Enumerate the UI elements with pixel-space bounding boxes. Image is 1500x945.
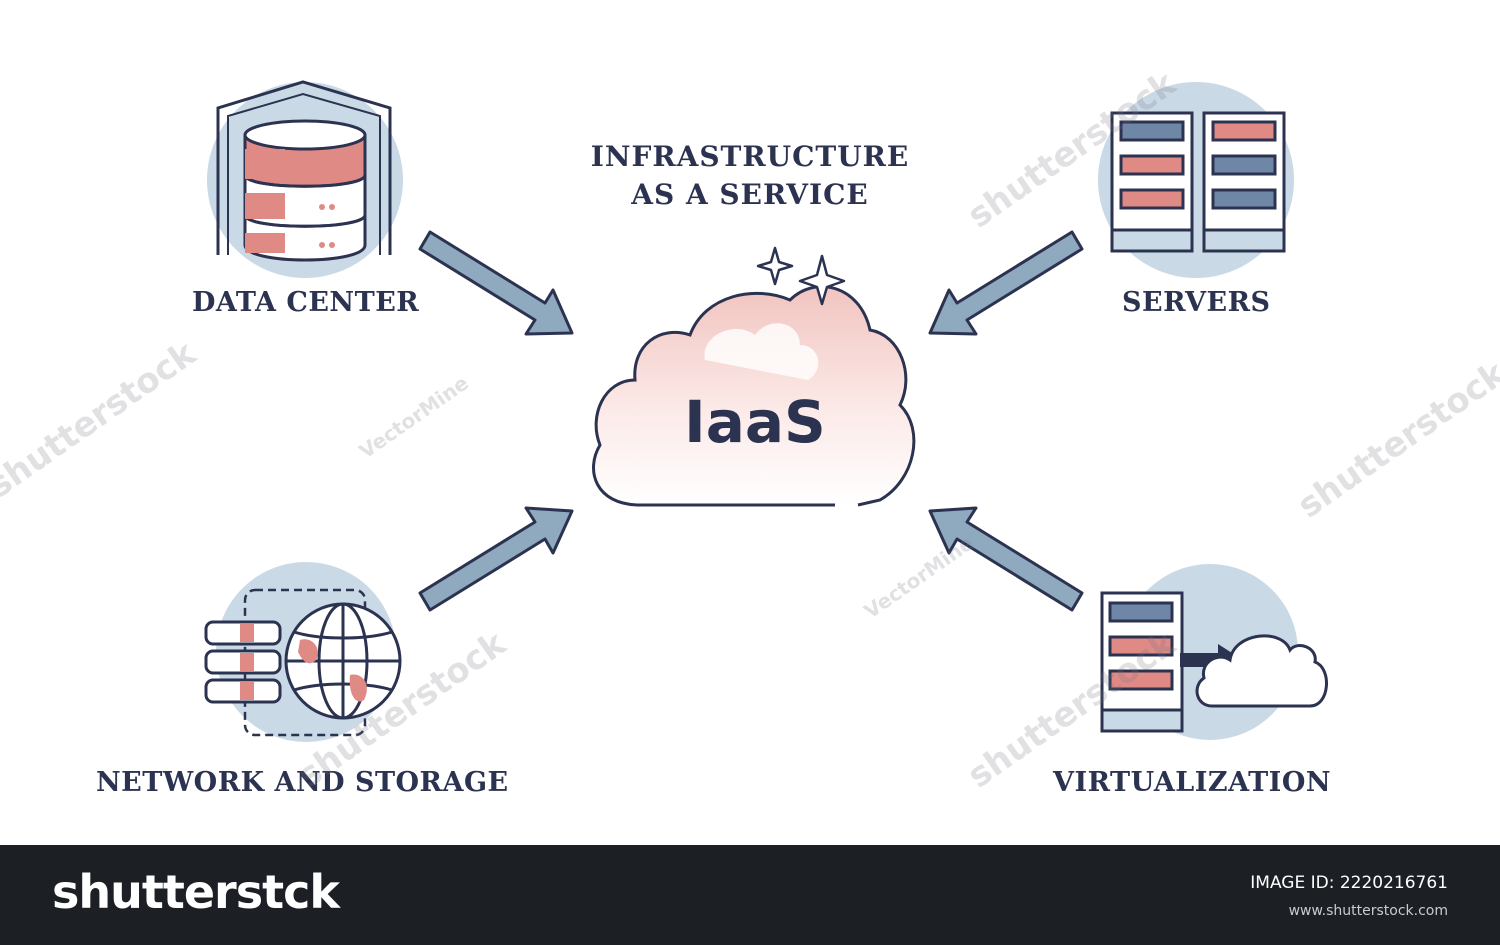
globe-storage-icon bbox=[204, 562, 402, 742]
footer-logo[interactable]: shutterstck bbox=[52, 865, 340, 919]
sparkle-icon bbox=[756, 246, 846, 306]
node-label-network-storage: NETWORK AND STORAGE bbox=[96, 767, 509, 798]
arrow-from-servers bbox=[928, 230, 1084, 336]
arrow-from-virtualization bbox=[928, 506, 1084, 612]
diagram-art bbox=[204, 80, 1328, 742]
diagram-title-line-2: AS A SERVICE bbox=[631, 178, 869, 211]
node-label-servers: SERVERS bbox=[1122, 287, 1271, 318]
arrow-from-network-storage bbox=[418, 506, 574, 612]
database-icon bbox=[207, 80, 403, 278]
server-rack-icon bbox=[1098, 82, 1294, 278]
diagram-canvas: INFRASTRUCTURE AS A SERVICE IaaS DATA CE… bbox=[0, 63, 1500, 798]
diagram-title-line-1: INFRASTRUCTURE bbox=[590, 140, 910, 173]
server-to-cloud-icon bbox=[1100, 564, 1328, 740]
node-label-virtualization: VIRTUALIZATION bbox=[1053, 767, 1332, 798]
node-label-data-center: DATA CENTER bbox=[192, 287, 420, 318]
footer-bar: shutterstck IMAGE ID: 2220216761 www.shu… bbox=[0, 845, 1500, 945]
cloud-icon bbox=[592, 285, 916, 507]
image-id-text: IMAGE ID: 2220216761 bbox=[1250, 873, 1448, 893]
footer-url-link[interactable]: www.shutterstock.com bbox=[1288, 903, 1448, 919]
center-label: IaaS bbox=[684, 388, 826, 456]
arrow-from-data-center bbox=[418, 230, 574, 336]
